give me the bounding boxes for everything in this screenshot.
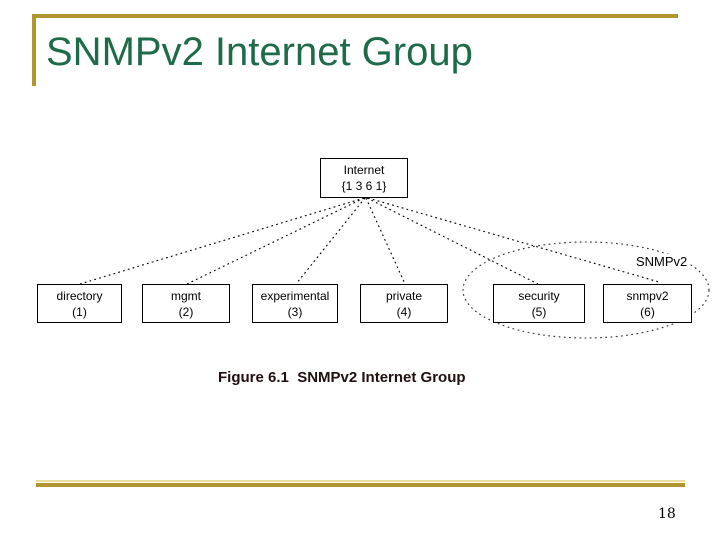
- node-security: security (5): [493, 284, 585, 323]
- node-mgmt-label: mgmt: [171, 289, 201, 303]
- node-snmpv2-label: snmpv2: [626, 289, 669, 303]
- node-mgmt-number: (2): [178, 305, 194, 319]
- node-experimental-number: (3): [287, 305, 303, 319]
- node-security-number: (5): [531, 305, 547, 319]
- node-directory: directory (1): [37, 284, 122, 323]
- edge-internet-security: [366, 197, 539, 285]
- node-security-label: security: [518, 289, 560, 303]
- node-experimental-label: experimental: [260, 289, 330, 303]
- bottom-gold-rule-highlight: [36, 480, 685, 482]
- node-directory-label: directory: [56, 289, 103, 303]
- node-snmpv2: snmpv2 (6): [603, 284, 692, 323]
- edge-internet-experimental: [295, 197, 366, 285]
- edge-internet-private: [365, 197, 406, 285]
- edge-internet-mgmt: [186, 197, 365, 285]
- node-internet: Internet {1 3 6 1}: [320, 158, 408, 198]
- slide-title: SNMPv2 Internet Group: [46, 30, 473, 74]
- snmpv2-group-label: SNMPv2: [634, 254, 690, 269]
- node-internet-oid: {1 3 6 1}: [341, 179, 387, 193]
- node-experimental: experimental (3): [252, 284, 338, 323]
- figure-caption: Figure 6.1 SNMPv2 Internet Group: [218, 369, 466, 386]
- page-number: 18: [658, 506, 676, 522]
- node-private-label: private: [385, 289, 423, 303]
- node-mgmt: mgmt (2): [142, 284, 230, 323]
- node-internet-label: Internet: [343, 163, 385, 177]
- edge-internet-directory: [79, 197, 365, 285]
- left-gold-rule: [32, 14, 36, 86]
- node-snmpv2-number: (6): [640, 305, 655, 319]
- node-private-number: (4): [396, 305, 412, 319]
- node-private: private (4): [360, 284, 448, 323]
- node-directory-number: (1): [72, 305, 87, 319]
- top-gold-rule: [32, 14, 678, 18]
- bottom-gold-rule: [36, 482, 685, 487]
- edge-internet-snmpv2: [367, 197, 660, 283]
